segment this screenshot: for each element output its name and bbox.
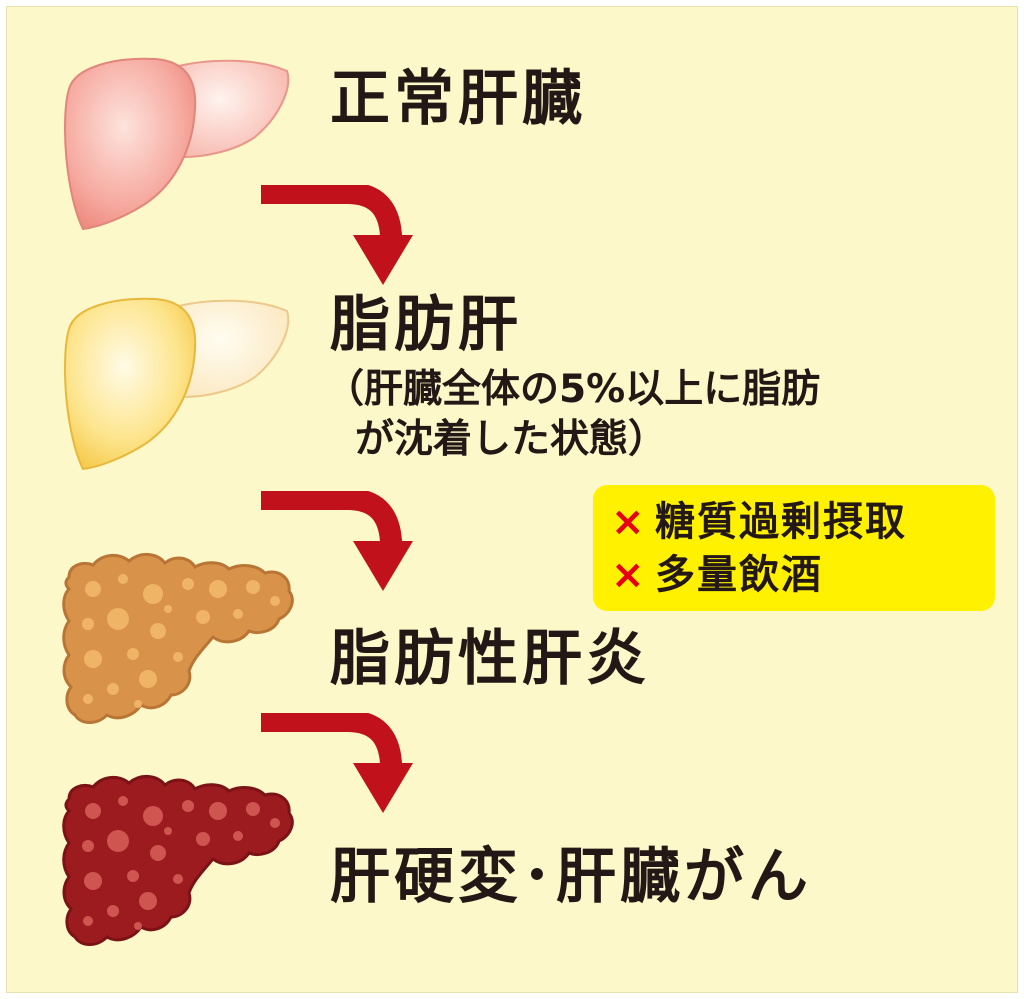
stage-steatohepatitis-title: 脂肪性肝炎 [330, 624, 650, 694]
risk-factor-item: × 糖質過剰摂取 [611, 495, 995, 548]
stage-normal-liver-title: 正常肝臓 [330, 64, 586, 134]
risk-factor-item: × 多量飲酒 [611, 548, 995, 601]
progression-arrow-icon [261, 185, 413, 285]
progression-arrow-icon [261, 491, 413, 591]
risk-factors-box: × 糖質過剰摂取 × 多量飲酒 [593, 485, 995, 611]
cirrhosis-liver-icon [62, 775, 294, 946]
progression-arrow-icon [261, 713, 413, 813]
stage-cirrhosis-cancer-title: 肝硬変･肝臓がん [330, 842, 812, 912]
risk-factor-label: 多量飲酒 [655, 551, 823, 598]
steatohepatitis-liver-icon [62, 553, 294, 724]
stage-fatty-liver-title: 脂肪肝 [330, 290, 522, 360]
cross-mark-icon: × [611, 551, 645, 598]
cross-mark-icon: × [611, 498, 645, 545]
diagram-frame: 正常肝臓 脂肪肝 （肝臓全体の5%以上に脂肪 が沈着した状態） × 糖質過剰摂取… [6, 6, 1018, 993]
fatty-liver-definition-line2: が沈着した状態） [355, 417, 668, 462]
normal-liver-icon [63, 57, 290, 231]
fatty-liver-definition-line1: （肝臓全体の5%以上に脂肪 [325, 367, 821, 412]
risk-factor-label: 糖質過剰摂取 [655, 498, 907, 545]
fatty-liver-icon [63, 297, 290, 471]
